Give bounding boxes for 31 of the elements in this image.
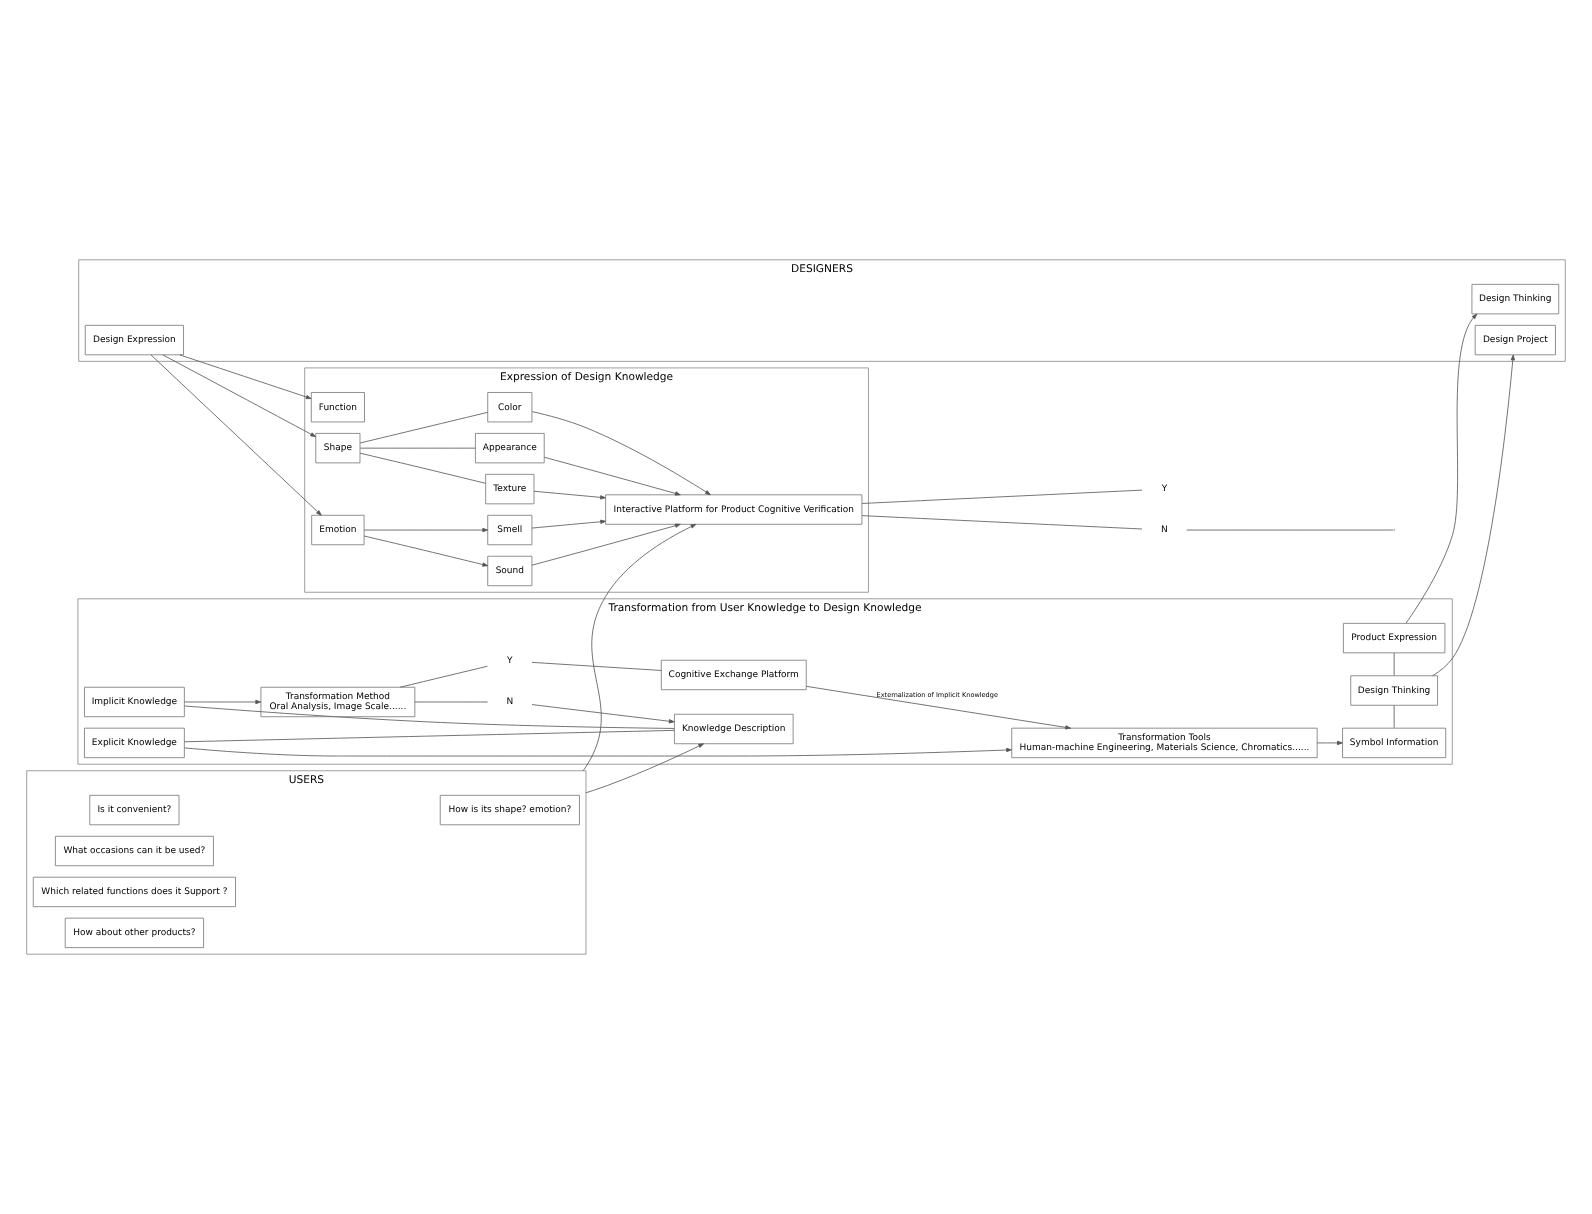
arrow	[363, 535, 489, 567]
connector	[1393, 704, 1395, 729]
connector	[414, 701, 489, 703]
arrow	[533, 490, 606, 500]
connector	[861, 489, 1143, 504]
arrow	[184, 699, 262, 705]
arrow	[585, 743, 704, 794]
arrow	[1316, 740, 1343, 746]
connector	[184, 705, 675, 729]
arrow	[531, 519, 606, 529]
connector	[861, 515, 1143, 530]
connector	[531, 661, 662, 671]
arrow	[544, 456, 681, 496]
connector	[359, 447, 476, 449]
arrow	[363, 527, 489, 533]
connector	[359, 452, 486, 484]
arrow	[162, 354, 317, 438]
connector	[359, 411, 489, 444]
arrow	[531, 704, 675, 724]
arrow	[806, 685, 1071, 730]
connector	[1393, 652, 1395, 676]
connector	[184, 729, 675, 743]
arrow	[1432, 354, 1515, 677]
arrow	[582, 523, 697, 772]
arrow	[531, 411, 711, 496]
arrow	[179, 354, 312, 400]
connector	[399, 665, 488, 688]
arrow	[184, 747, 1012, 757]
arrow	[531, 523, 681, 566]
arrow	[150, 354, 322, 516]
arrow	[1405, 313, 1478, 624]
